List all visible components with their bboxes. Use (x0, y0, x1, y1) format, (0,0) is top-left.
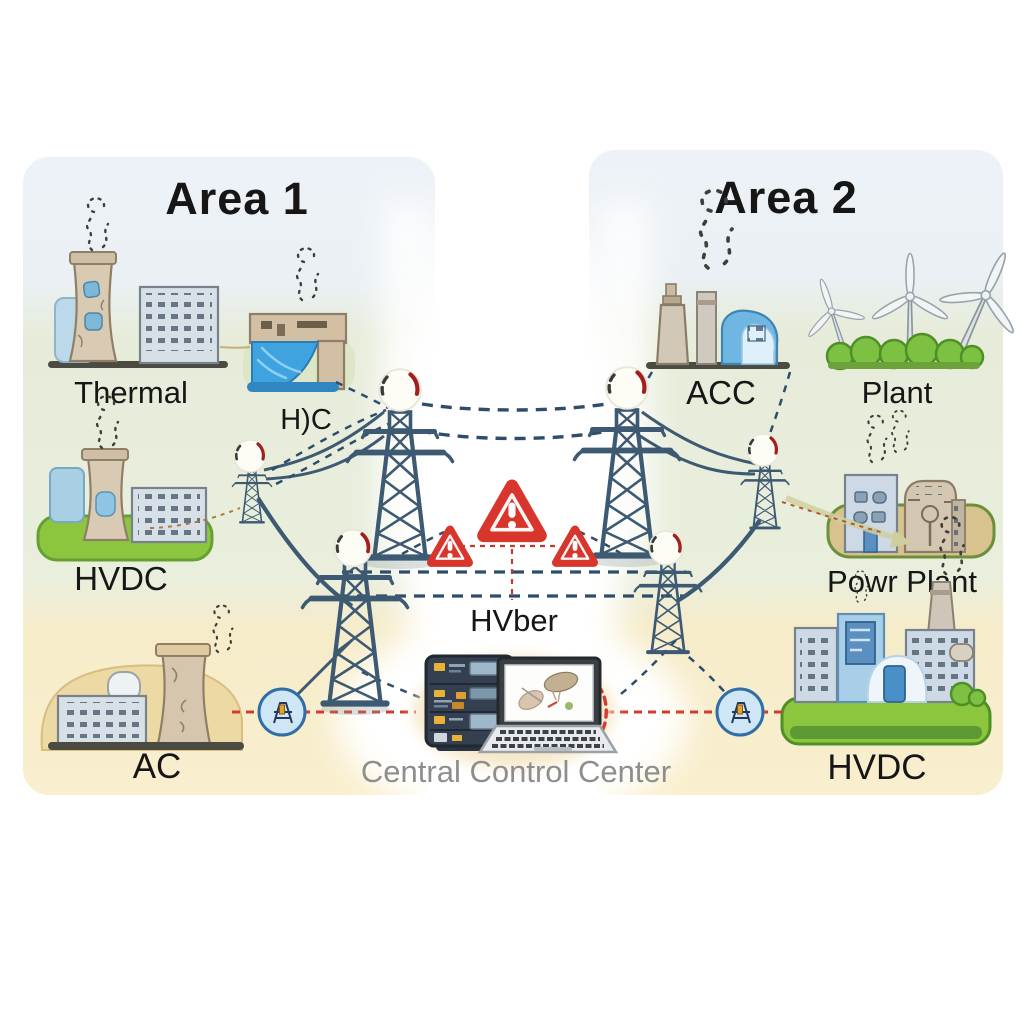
light-bulb-icon (745, 432, 781, 468)
light-bulb-icon (232, 438, 268, 474)
ac-label: AC (133, 747, 182, 786)
light-bulb-icon (647, 529, 685, 567)
laptop-screen-sketch (518, 671, 579, 710)
area2-title: Area 2 (714, 172, 858, 223)
acc-factory-icon (646, 188, 790, 369)
substation-node-icon (257, 687, 307, 737)
hydro-label: H)C (280, 404, 332, 436)
light-bulb-icon (379, 369, 421, 411)
hvdc-left-label: HVDC (74, 560, 168, 597)
area2-panel (589, 150, 1003, 795)
thermal-plant-icon (48, 197, 228, 368)
light-bulb-icon (606, 367, 648, 409)
wind-turbine-icon (791, 235, 1024, 380)
hvdc-complex-icon (780, 515, 992, 746)
light-bulb-icon (332, 527, 374, 569)
hvdc-right-label: HVDC (827, 748, 926, 787)
acc-label: ACC (686, 374, 756, 411)
hv-link-label: HVber (470, 603, 558, 638)
substation-node-icon (715, 687, 765, 737)
area1-title: Area 1 (165, 173, 309, 224)
thermal-label: Thermal (74, 375, 188, 410)
wind-plant-label: Plant (862, 375, 933, 410)
laptop-icon (477, 656, 619, 754)
ac-plant-icon (40, 604, 244, 751)
control-center (414, 654, 619, 768)
powr-plant-label: Powr Plant (827, 564, 977, 599)
transmission-towers (231, 367, 791, 715)
control-center-label: Central Control Center (361, 754, 671, 789)
hydro-dam-icon (243, 247, 355, 392)
